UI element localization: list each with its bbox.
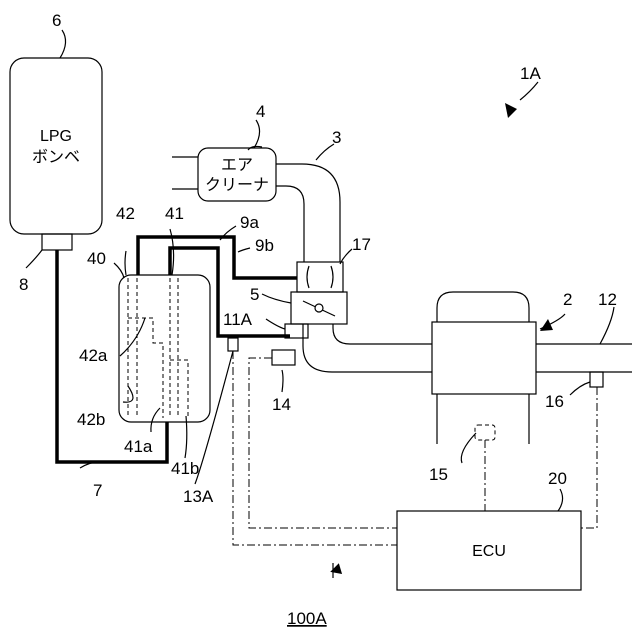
arrowhead-100A [330,562,344,574]
signal-line-16 [581,387,597,528]
label-14: 14 [272,395,291,414]
label-3: 3 [332,128,341,147]
air-cleaner-line2: クリーナ [205,176,269,194]
label-100A: 100A [287,609,327,628]
label-12: 12 [598,290,617,309]
chamber-41-outline [170,278,188,418]
sensor-15 [475,425,495,440]
mixer-17 [297,262,343,292]
label-41b: 41b [171,459,199,478]
intake-pipe-outer [333,324,432,344]
label-15: 15 [429,465,448,484]
label-42: 42 [116,204,135,223]
label-41a: 41a [124,437,153,456]
lpg-tank-line1: LPG [40,128,72,145]
sensor-14 [272,350,295,365]
label-6: 6 [52,11,61,30]
signal-line-13A [233,351,397,545]
label-41: 41 [165,204,184,223]
label-40: 40 [87,249,106,268]
label-16: 16 [545,392,564,411]
lpg-tank-line2: ボンベ [32,148,80,166]
air-cleaner-line1: エア [221,157,253,174]
label-5: 5 [250,285,259,304]
intake-duct-3 [276,164,340,262]
signal-line-14 [249,358,397,528]
sensor-13A [228,338,238,351]
label-9a: 9a [240,213,259,232]
arrowhead-1A [505,103,517,118]
label-2: 2 [563,290,572,309]
ecu-label: ECU [472,543,506,560]
label-42a: 42a [79,346,108,365]
sensor-16 [590,372,603,387]
label-9b: 9b [255,236,274,255]
label-13A: 13A [183,487,214,506]
label-4: 4 [256,102,265,121]
arrowhead-2 [540,319,553,331]
engine-head [437,292,529,322]
lpg-tank [10,58,102,234]
label-17: 17 [352,235,371,254]
label-1A: 1A [520,64,541,83]
label-20: 20 [548,469,567,488]
tank-valve [42,234,72,250]
label-7: 7 [93,481,102,500]
label-8: 8 [19,275,28,294]
label-11A: 11A [223,310,253,329]
mixer-17-marks [307,266,333,288]
label-42b: 42b [77,410,105,429]
intake-duct-3-inner [276,186,304,262]
throttle-valve-pivot [315,304,323,312]
intake-pipe-inner [303,324,432,372]
engine-block [432,322,536,394]
